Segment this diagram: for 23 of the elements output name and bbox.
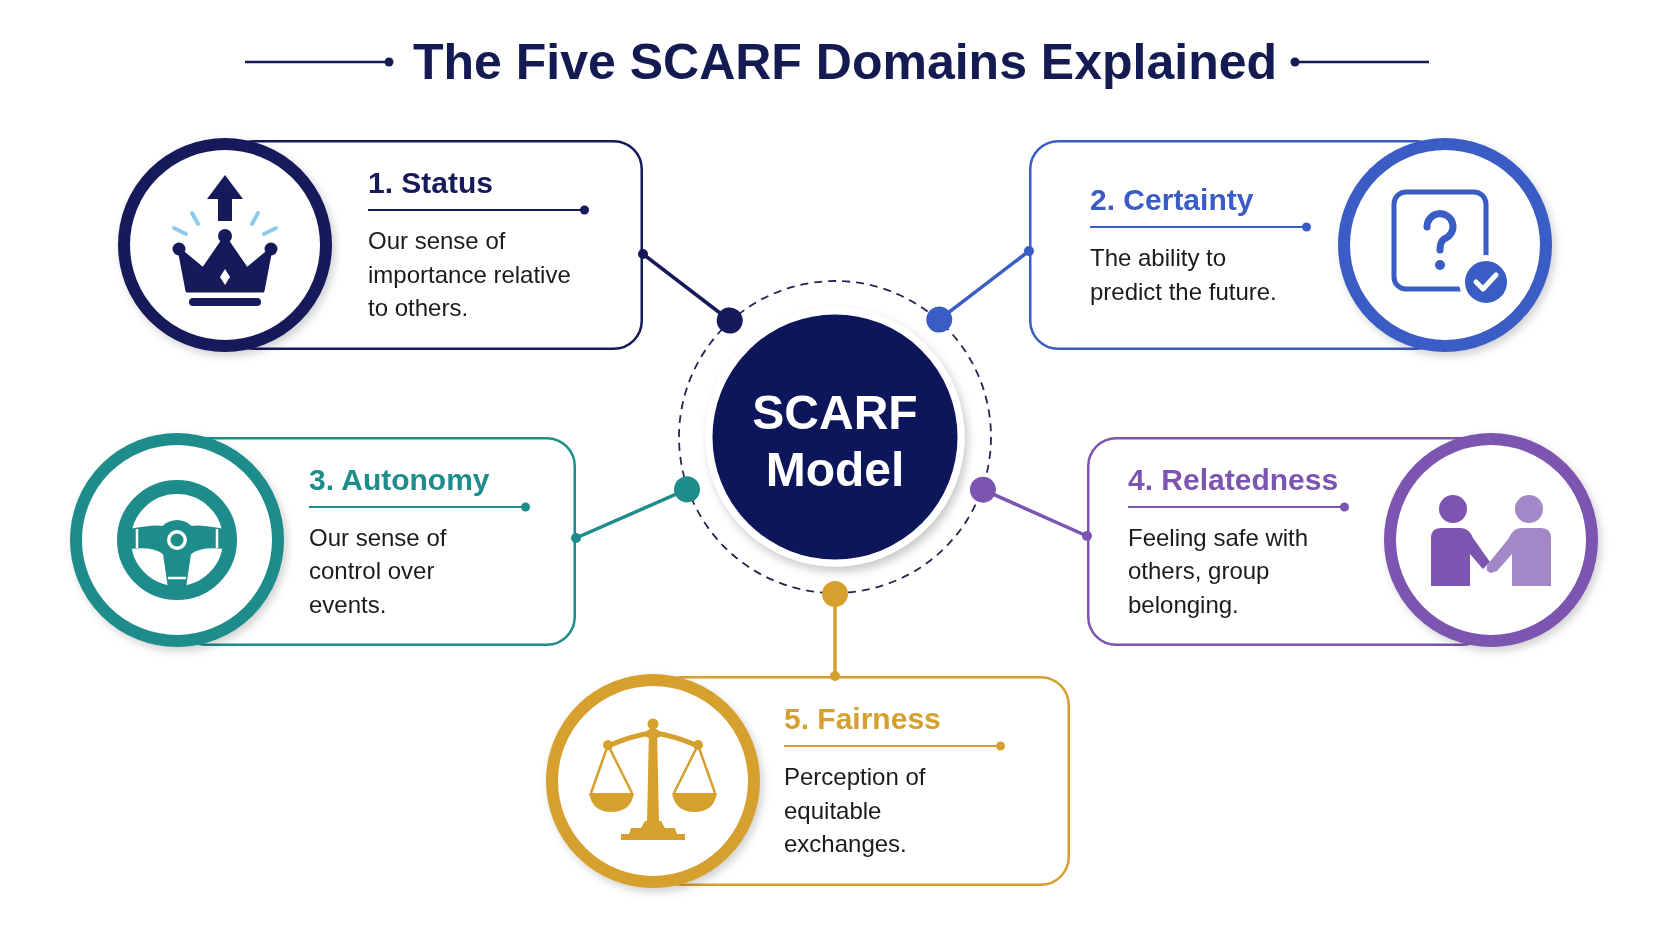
- domain-card: [1029, 138, 1552, 352]
- connector: [638, 249, 743, 334]
- domain-title: 2. Certainty: [1090, 182, 1254, 218]
- domain-title: 3. Autonomy: [309, 461, 490, 498]
- domain-description: Our sense of control over events.: [309, 522, 448, 620]
- connector: [571, 476, 700, 543]
- domain-title: 1. Status: [368, 165, 494, 202]
- diagram-title: The Five SCARF Domains Explained: [412, 33, 1278, 92]
- domain-description: Feeling safe with others, group belonging.: [1128, 522, 1310, 620]
- domain-title: 4. Relatedness: [1128, 461, 1339, 498]
- connector: [822, 581, 848, 681]
- domain-card: [118, 138, 643, 352]
- connector: [926, 246, 1034, 333]
- domain-description: The ability to predict the future.: [1090, 243, 1278, 307]
- domain-card: [1087, 433, 1598, 647]
- domain-description: Our sense of importance relative to others.: [368, 226, 572, 324]
- domain-card: [70, 433, 576, 647]
- domain-description: Perception of equitable exchanges.: [784, 762, 927, 860]
- domain-title: 5. Fairness: [784, 701, 941, 738]
- domain-card: [546, 674, 1070, 888]
- model-name: SCARF Model: [751, 385, 919, 498]
- central-circle: [678, 280, 992, 594]
- connector: [969, 476, 1092, 541]
